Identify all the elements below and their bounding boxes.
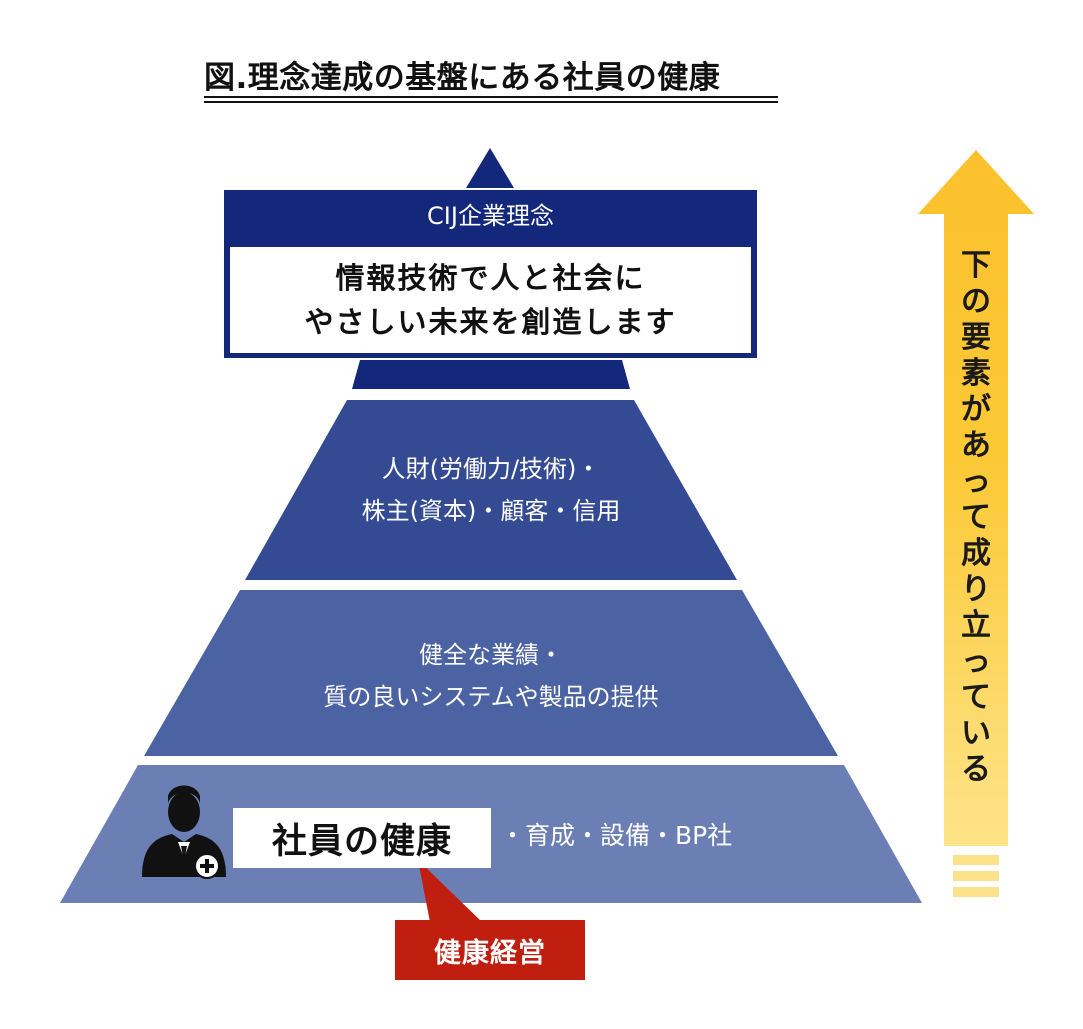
tier-2-line-2: 質の良いシステムや製品の提供 (323, 683, 659, 711)
arrow-text-char: て (961, 680, 991, 715)
pyramid-tier-2 (144, 590, 838, 756)
vision-line-2: やさしい未来を創造します (304, 305, 677, 339)
arrow-text-char: 素 (961, 356, 991, 391)
arrow-text-char: が (961, 392, 991, 427)
arrow-text-char: っ (961, 644, 991, 679)
tier-1-line-1: 人財(労働力/技術)・ (381, 455, 601, 483)
callout-box (395, 920, 585, 980)
arrow-text-char: る (961, 752, 991, 787)
vision-statement: 情報技術で人と社会に やさしい未来を創造します (230, 247, 751, 353)
tier-2-line-1: 健全な業績・ (419, 641, 563, 669)
arrow-vertical-text: 下の要素があって成り立っている (944, 248, 1008, 788)
arrow-text-char: 成 (961, 536, 991, 571)
arrow-text-char: い (961, 716, 991, 751)
title-underline (204, 96, 778, 98)
arrow-text-char: あ (961, 428, 991, 463)
pyramid-tier-3 (60, 765, 922, 903)
page-title: 図.理念達成の基盤にある社員の健康 (204, 60, 721, 96)
health-management-callout: 健康経営 (434, 937, 546, 969)
up-arrow (918, 150, 1034, 897)
arrow-text-char: 要 (961, 320, 991, 355)
tier-1-text: 人財(労働力/技術)・ 株主(資本)・顧客・信用 (245, 448, 737, 532)
tier-3-suffix: ・育成・設備・BP社 (500, 821, 733, 850)
pyramid-band-top (352, 360, 630, 389)
arrow-text-char: の (961, 284, 991, 319)
vision-line-1: 情報技術で人と社会に (335, 261, 646, 295)
tier-2-text: 健全な業績・ 質の良いシステムや製品の提供 (144, 634, 838, 718)
vision-header: CIJ企業理念 (427, 202, 554, 230)
title-underline-2 (204, 101, 778, 103)
person-health-icon (142, 785, 226, 879)
arrow-text-char: っ (961, 464, 991, 499)
pyramid-tier-1 (245, 400, 737, 580)
tier-1-line-2: 株主(資本)・顧客・信用 (361, 497, 621, 525)
pyramid-apex (466, 148, 514, 188)
arrow-text-char: て (961, 500, 991, 535)
callout-pointer (418, 860, 482, 922)
employee-health-label: 社員の健康 (233, 808, 491, 868)
arrow-text-char: り (961, 572, 991, 607)
arrow-text-char: 下 (961, 248, 991, 283)
arrow-text-char: 立 (961, 608, 991, 643)
